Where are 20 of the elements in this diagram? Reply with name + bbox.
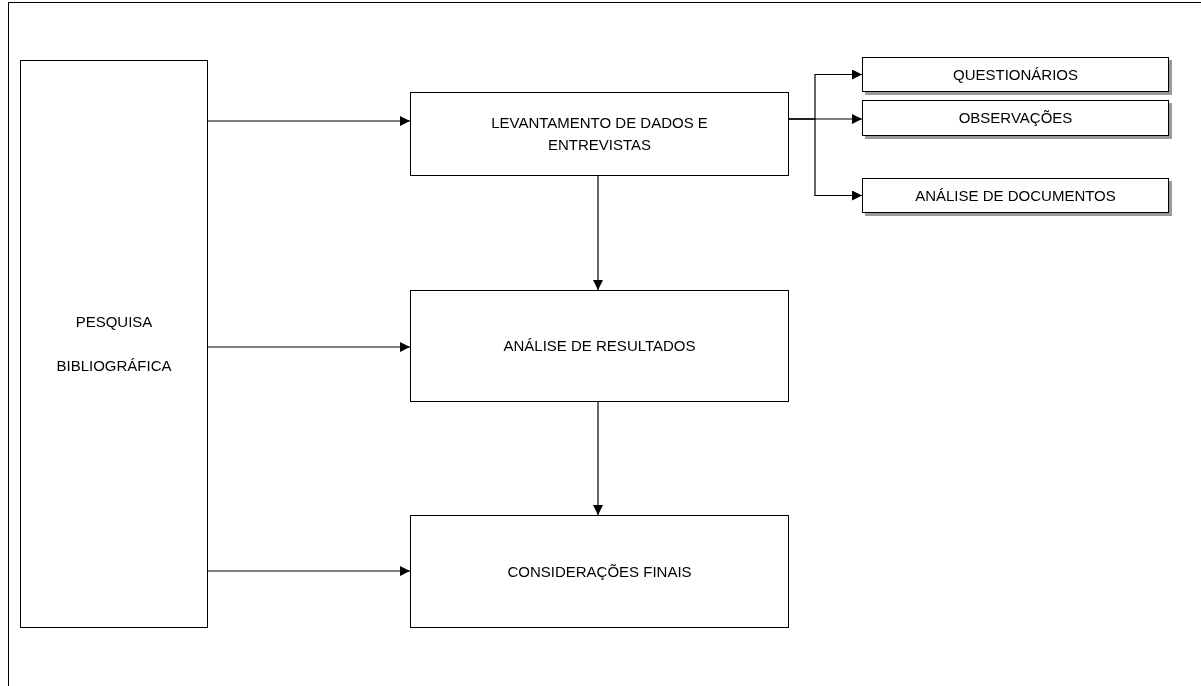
process-box — [862, 100, 1169, 136]
box-label: LEVANTAMENTO DE DADOS E ENTREVISTAS — [490, 113, 709, 155]
arrow — [788, 118, 863, 201]
process-box — [862, 178, 1169, 213]
process-box — [862, 57, 1169, 92]
box-label: ANÁLISE DE DOCUMENTOS — [915, 185, 1116, 206]
box-label: CONSIDERAÇÕES FINAIS — [507, 561, 692, 582]
process-box — [410, 290, 789, 402]
arrow — [207, 342, 411, 352]
process-box — [20, 60, 208, 628]
arrow — [207, 566, 411, 576]
process-box — [410, 92, 789, 176]
box-label: PESQUISA BIBLIOGRÁFICA — [55, 312, 173, 376]
arrow — [207, 116, 411, 126]
box-label: QUESTIONÁRIOS — [953, 64, 1078, 85]
process-box — [410, 515, 789, 628]
box-label: ANÁLISE DE RESULTADOS — [503, 336, 696, 356]
arrow — [593, 175, 603, 291]
arrow — [593, 401, 603, 516]
box-label: OBSERVAÇÕES — [958, 108, 1073, 128]
